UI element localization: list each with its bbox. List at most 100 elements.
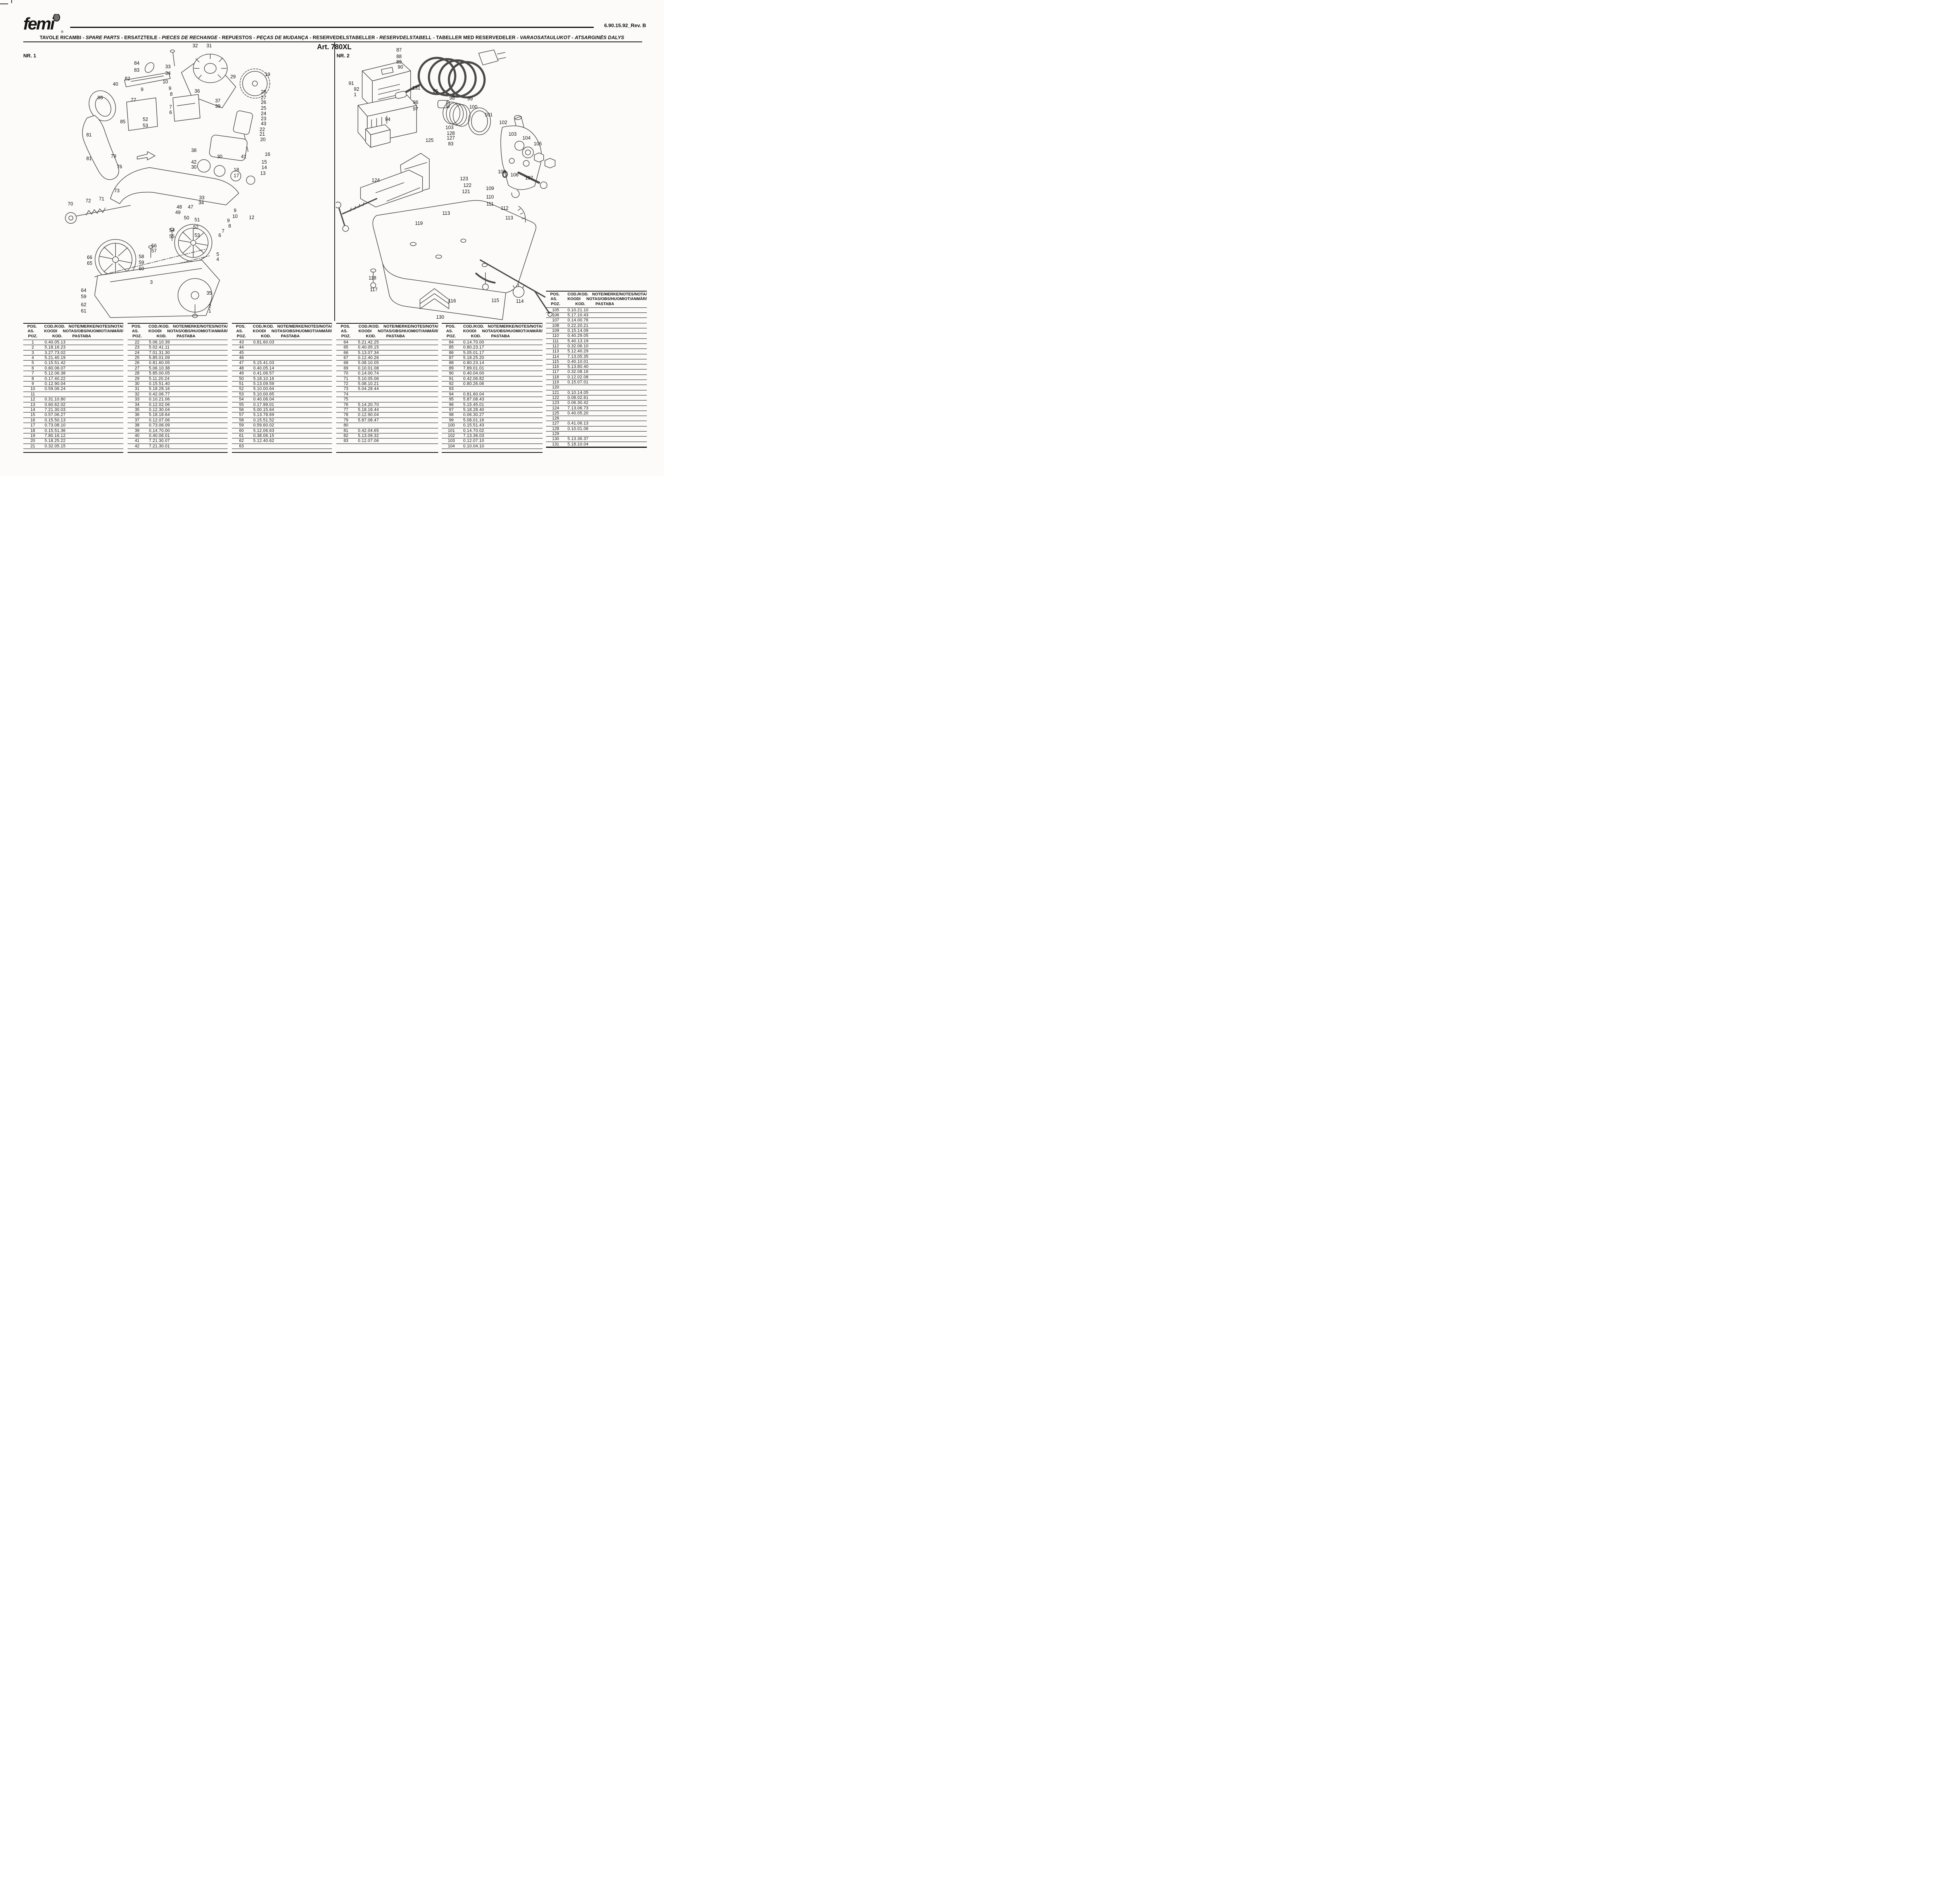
note-cell (389, 433, 438, 438)
position-cell: 25 (135, 356, 140, 361)
note-cell (493, 428, 543, 433)
note-cell (493, 438, 543, 443)
brand-logo: femi ® (23, 14, 64, 34)
column-header: NOTAS/OBS/HUOMIOT/ANMÄR/ (482, 329, 543, 334)
code-cell: 5.10.00.65 (253, 392, 275, 397)
part-callout-nr1-86: 86 (97, 95, 103, 100)
note-cell (493, 376, 543, 381)
part-callout-nr1-28: 28 (261, 89, 266, 95)
part-callout-nr1-18: 18 (233, 167, 239, 173)
part-callout-nr2-115: 115 (491, 297, 499, 303)
code-cell: 0.57.06.27 (45, 413, 66, 418)
column-header: NOTE/MERKE/NOTES/NOTA/ (487, 325, 543, 329)
position-cell: 51 (239, 381, 244, 387)
position-cell: 100 (448, 423, 455, 428)
position-cell: 64 (343, 340, 348, 345)
header-segment: VARAOSATAULUKOT (520, 35, 570, 40)
table-row: 74 (336, 392, 438, 397)
note-cell (389, 428, 438, 433)
note-cell (74, 423, 123, 428)
note-cell (493, 444, 543, 449)
position-cell: 43 (239, 340, 244, 345)
code-cell: 0.17.99.01 (253, 402, 275, 407)
note-cell (179, 376, 228, 381)
note-cell (283, 438, 332, 443)
note-cell (389, 350, 438, 355)
part-callout-nr1-29: 29 (230, 74, 236, 79)
position-cell: 50 (239, 376, 244, 381)
position-cell: 55 (239, 402, 244, 407)
column-header: PASTABA (595, 302, 614, 306)
note-cell (74, 418, 123, 423)
position-cell: 117 (552, 369, 559, 375)
position-cell: 62 (239, 438, 244, 444)
note-cell (598, 323, 647, 328)
note-cell (74, 402, 123, 407)
position-cell: 23 (135, 345, 140, 350)
note-cell (283, 418, 332, 423)
part-callout-nr2-106: 106 (510, 172, 519, 178)
code-cell: 0.12.02.08 (567, 375, 589, 380)
note-cell (179, 397, 228, 402)
code-cell: 5.18.25.22 (45, 438, 66, 444)
part-callout-nr1-31: 31 (206, 43, 212, 48)
code-cell: 0.32.05.15 (45, 444, 66, 449)
code-cell: 0.15.51.42 (45, 361, 66, 366)
note-cell (598, 416, 647, 421)
note-cell (74, 350, 123, 355)
part-callout-nr1-52: 52 (142, 117, 148, 123)
position-cell: 11 (30, 392, 35, 397)
code-cell: 5.15.45.01 (463, 402, 484, 407)
code-cell: 5.13.09.59 (253, 381, 275, 387)
position-cell: 8 (31, 376, 34, 381)
header-segment: - (570, 35, 575, 40)
code-cell: 0.32.06.10 (567, 344, 589, 349)
position-cell: 125 (552, 411, 559, 416)
header-rule (70, 27, 594, 28)
note-cell (389, 397, 438, 402)
position-cell: 47 (239, 361, 244, 366)
code-cell: 5.18.28.40 (463, 407, 484, 412)
code-cell: 5.10.00.64 (253, 387, 275, 392)
code-cell: 7.21.30.07 (149, 438, 170, 444)
note-cell (283, 381, 332, 386)
code-cell: 0.15.51.43 (463, 423, 484, 428)
note-cell (389, 371, 438, 376)
code-cell (461, 387, 493, 391)
header-segment: PEÇAS DE MUDANÇA (256, 35, 308, 40)
code-cell: 0.14.00.76 (567, 318, 589, 323)
position-cell: 2 (31, 345, 34, 350)
note-cell (179, 402, 228, 407)
code-cell: 5.15.41.03 (253, 361, 275, 366)
part-callout-nr1-81: 81 (86, 155, 92, 161)
part-callout-nr2-87: 87 (396, 47, 402, 53)
position-cell: 110 (552, 333, 559, 338)
code-cell: 0.81.60.05 (149, 361, 170, 366)
note-cell (179, 371, 228, 376)
part-callout-nr2-88: 88 (396, 54, 402, 60)
position-cell: 17 (30, 423, 35, 428)
note-cell (389, 376, 438, 381)
column-header: AS. (28, 329, 35, 334)
code-cell: 5.10.05.06 (358, 376, 379, 381)
note-cell (283, 387, 332, 391)
code-cell: 5.05.01.17 (463, 350, 484, 355)
part-callout-nr2-127: 127 (447, 135, 455, 141)
note-cell (389, 438, 438, 443)
part-callout-nr1-27: 27 (261, 95, 266, 100)
